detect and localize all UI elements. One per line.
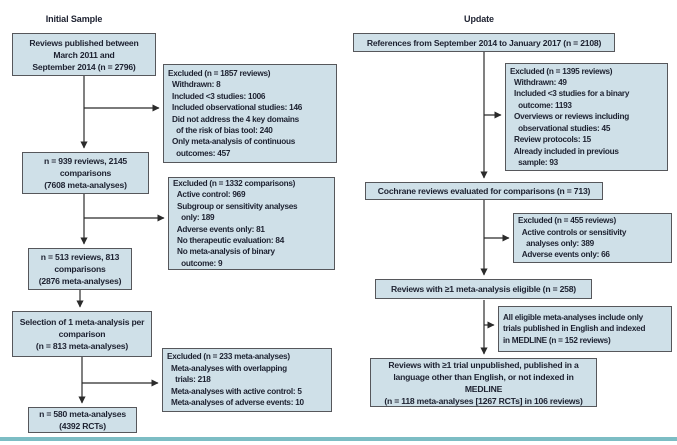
box-excluded-233-meta-analyses: Excluded (n = 233 meta-analyses) Meta-an… [162,348,332,412]
box-excluded-1332-comparisons: Excluded (n = 1332 comparisons) Active c… [168,177,335,270]
box-reviews-published: Reviews published between March 2011 and… [12,33,156,76]
box-cochrane-reviews-evaluated: Cochrane reviews evaluated for compariso… [365,182,603,200]
box-513-reviews: n = 513 reviews, 813 comparisons (2876 m… [28,248,132,290]
box-excluded-1395-reviews: Excluded (n = 1395 reviews) Withdrawn: 4… [505,63,668,171]
box-excluded-1857-reviews: Excluded (n = 1857 reviews) Withdrawn: 8… [163,64,337,163]
column-header-update: Update [464,14,494,24]
box-excluded-455-reviews: Excluded (n = 455 reviews) Active contro… [513,213,672,263]
box-580-meta-analyses: n = 580 meta-analyses (4392 RCTs) [28,407,137,433]
bottom-teal-rule [0,437,677,441]
box-selection-1-meta-analysis: Selection of 1 meta-analysis per compari… [12,311,152,357]
box-reviews-meta-analysis-eligible: Reviews with ≥1 meta-analysis eligible (… [375,279,592,299]
box-all-eligible-medline: All eligible meta-analyses include only … [498,306,672,352]
column-header-initial-sample: Initial Sample [45,14,103,24]
box-references-update: References from September 2014 to Januar… [353,33,615,52]
box-939-reviews: n = 939 reviews, 2145 comparisons (7608 … [22,152,149,194]
box-reviews-unpublished-non-english: Reviews with ≥1 trial unpublished, publi… [370,358,597,407]
